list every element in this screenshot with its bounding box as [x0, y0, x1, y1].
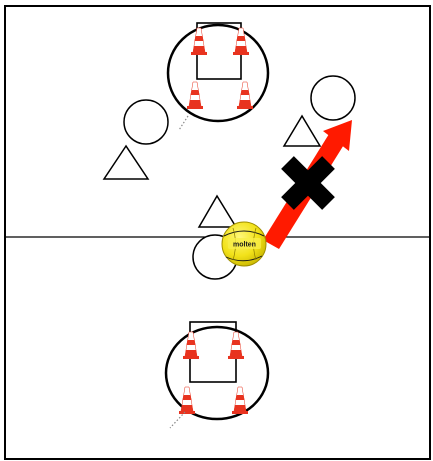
defender-triangle	[199, 196, 236, 227]
attacker-circle	[311, 76, 355, 120]
movement-trail	[179, 116, 188, 130]
court-border	[5, 6, 430, 459]
bottom-cone-station	[166, 322, 268, 419]
attacker-circle	[124, 100, 168, 144]
cone-icon	[232, 387, 248, 414]
ball-brand-label: molten	[233, 242, 256, 249]
cone-icon	[179, 387, 195, 414]
top-cone-station	[168, 23, 268, 121]
handball-icon: molten	[222, 222, 266, 266]
defender-triangle	[284, 116, 320, 146]
cone-icon	[187, 82, 203, 109]
defender-triangle	[104, 146, 148, 179]
cone-icon	[228, 332, 244, 359]
bottom-station-ellipse	[166, 327, 268, 419]
movement-trail	[170, 412, 185, 428]
cone-icon	[237, 82, 253, 109]
